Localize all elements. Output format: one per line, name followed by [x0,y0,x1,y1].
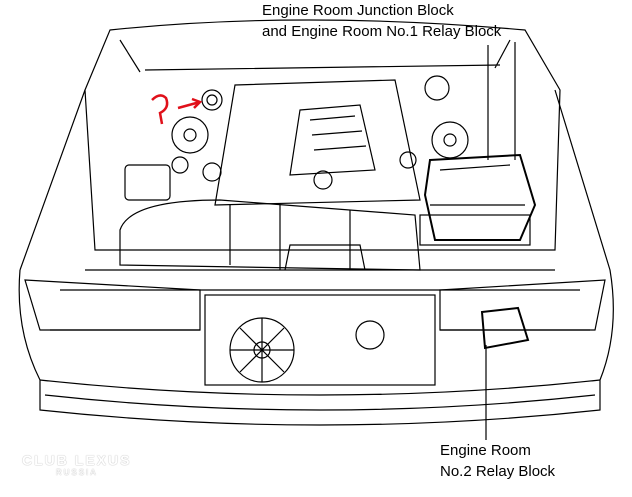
headlight-left [24,279,201,331]
label-line: and Engine Room No.1 Relay Block [262,23,502,40]
brake-reservoir [424,75,450,101]
engine-room-no2-relay-block [480,306,530,350]
watermark-line1: CLUB LEXUS [22,452,132,468]
headlight-right [439,279,606,331]
engine-room-junction-block [423,153,537,241]
junction-block-label: Engine Room Junction Block and Engine Ro… [262,0,501,42]
oil-filler [201,89,223,111]
question-mark-annotation [151,94,169,125]
relay2-label: Engine Room No.2 Relay Block [440,440,555,482]
label-line: No.2 Relay Block [440,463,556,480]
air-intake [119,199,421,271]
strut-tower-left [171,116,209,154]
label-line: Engine Room [440,442,531,459]
leader-line-junction [487,42,516,160]
body-outline [18,89,614,426]
watermark-line2: RUSSIA [55,468,98,477]
strut-tower-right [431,121,469,159]
hood [84,19,561,251]
red-arrow-icon [177,97,203,110]
lexus-emblem [313,170,333,190]
label-line: Engine Room Junction Block [262,2,454,19]
watermark: CLUB LEXUS RUSSIA [22,452,131,477]
engine-cover [214,79,421,206]
